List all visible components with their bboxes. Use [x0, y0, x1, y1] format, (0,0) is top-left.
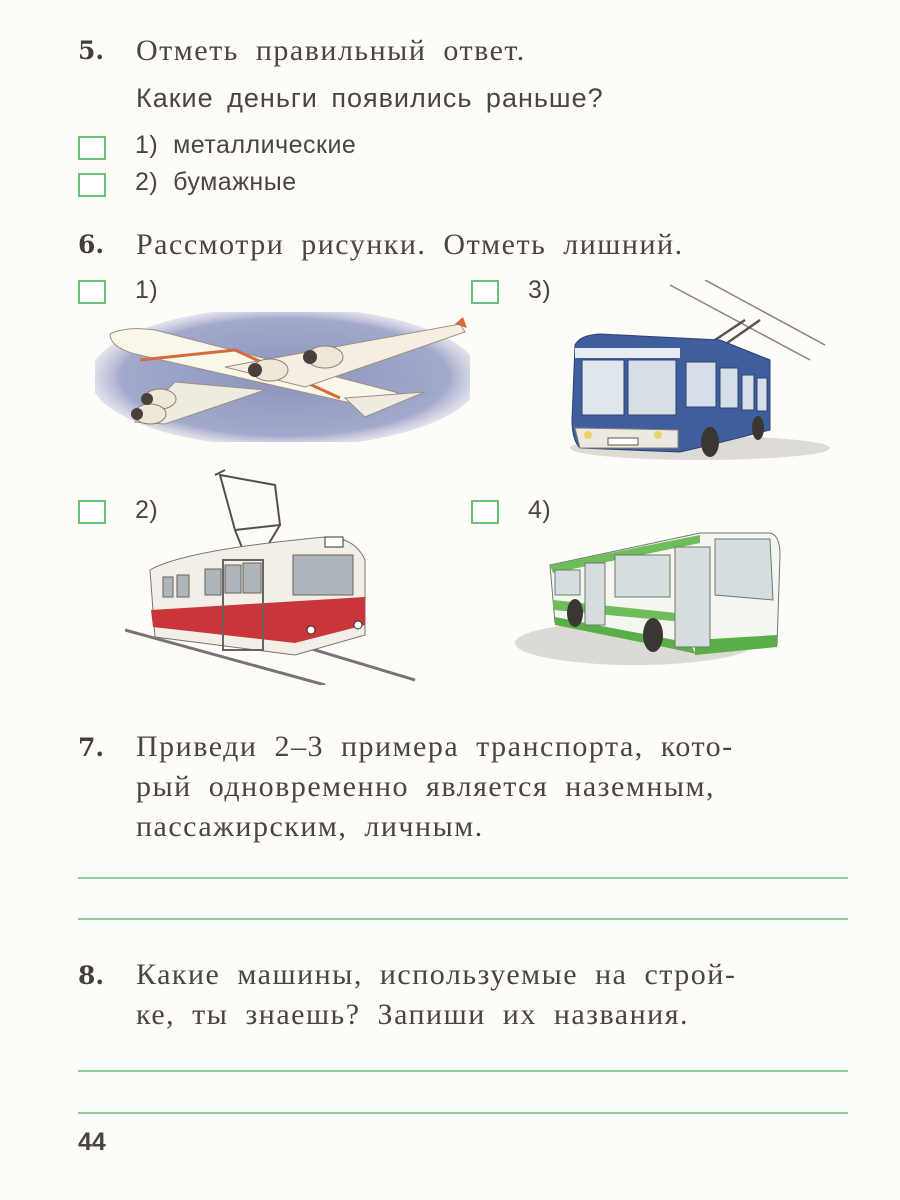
tram-picture — [125, 465, 425, 685]
answer-line-7-1[interactable] — [78, 877, 848, 879]
page-number: 44 — [78, 1128, 106, 1156]
answer-line-8-1[interactable] — [78, 1070, 848, 1072]
trolleybus-picture — [550, 280, 830, 470]
question-8-number: 8. — [78, 961, 105, 990]
option-label-1: 1) — [135, 276, 159, 304]
answer-line-8-2[interactable] — [78, 1112, 848, 1114]
checkbox-option-4[interactable] — [471, 500, 499, 524]
question-6-number: 6. — [78, 230, 105, 259]
option-label-4: 4) — [528, 496, 552, 524]
question-7-line-2: рый одновременно является наземным, — [136, 770, 716, 803]
checkbox-option-2[interactable] — [78, 500, 106, 524]
option-label-2: 2) — [135, 496, 159, 524]
question-6-title: Рассмотри рисунки. Отметь лишний. — [136, 228, 684, 261]
option-label-3: 3) — [528, 276, 552, 304]
option-label-metal: 1) металлические — [135, 131, 357, 159]
airplane-picture — [95, 312, 470, 442]
question-7-line-3: пассажирским, личным. — [136, 810, 484, 843]
question-8-line-2: ке, ты знаешь? Запиши их названия. — [136, 998, 690, 1031]
answer-line-7-2[interactable] — [78, 918, 848, 920]
question-5-number: 5. — [78, 36, 105, 65]
checkbox-option-paper[interactable] — [78, 173, 106, 197]
checkbox-option-1[interactable] — [78, 280, 106, 304]
option-label-paper: 2) бумажные — [135, 168, 297, 196]
question-5-title: Отметь правильный ответ. — [136, 34, 526, 67]
question-8-line-1: Какие машины, используемые на строй- — [136, 958, 737, 991]
bus-picture — [515, 525, 790, 670]
question-5-subtitle: Какие деньги появились раньше? — [136, 83, 604, 113]
checkbox-option-3[interactable] — [471, 280, 499, 304]
question-7-number: 7. — [78, 733, 105, 762]
question-7-line-1: Приведи 2–3 примера транспорта, кото- — [136, 730, 734, 763]
checkbox-option-metal[interactable] — [78, 136, 106, 160]
